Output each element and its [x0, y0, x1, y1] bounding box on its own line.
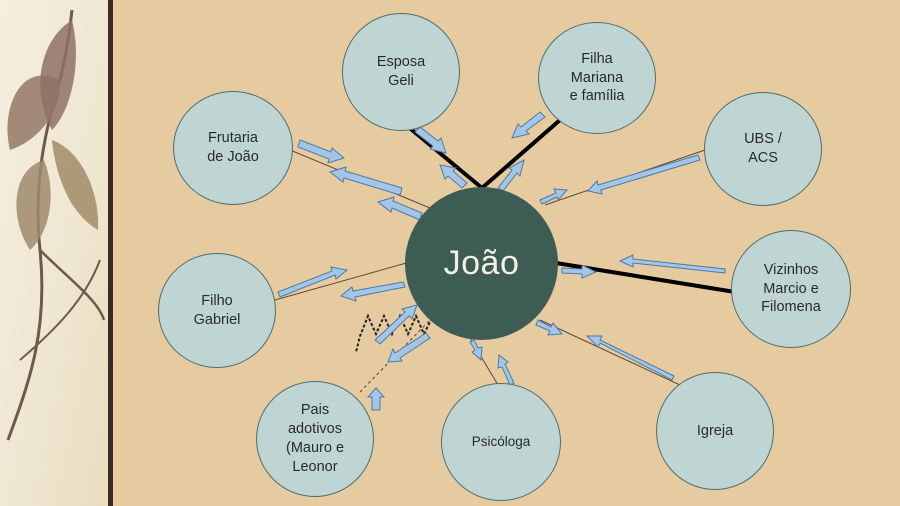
thin-line-igreja — [539, 319, 681, 386]
node-psicologa-label: Psicóloga — [471, 434, 531, 450]
arrows — [277, 111, 726, 411]
node-pais-label: Pais adotivos (Mauro e Leonor — [285, 402, 345, 475]
node-frutaria: Frutaria de João — [173, 91, 293, 205]
arrow-joao-to-esposa — [439, 164, 468, 189]
arrow-joao-to-igreja — [535, 319, 563, 336]
leaf-branch-illustration — [6, 9, 106, 441]
arrow-filha-to-joao — [511, 111, 546, 139]
conflict-zigzag-line — [355, 313, 433, 353]
arrow-joao-to-psicologa — [469, 339, 483, 362]
arrow-joao-to-ubs — [539, 188, 569, 205]
arrow-esposa-to-joao — [414, 126, 447, 154]
node-filho-label: Filho Gabriel — [193, 292, 241, 328]
node-joao-center: João — [405, 187, 558, 340]
arrow-pais-up — [366, 387, 386, 411]
node-vizinhos-label: Vizinhos Marcio e Filomena — [761, 261, 821, 316]
arrow-frutaria-to-joao — [297, 139, 346, 164]
arrow-vizinhos-to-joao — [618, 254, 726, 274]
decorative-leaf-panel — [0, 0, 113, 506]
node-esposa: Esposa Geli — [342, 13, 460, 131]
thin-line-filho — [274, 261, 411, 301]
arrow-pais-to-joao — [374, 304, 418, 345]
arrow-igreja-to-joao — [585, 335, 675, 381]
arrow-joao-to-vizinhos — [561, 264, 598, 279]
arrow-joao-to-frutaria — [376, 196, 423, 221]
node-pais: Pais adotivos (Mauro e Leonor — [256, 381, 374, 497]
arrow-joao-to-filha — [497, 159, 525, 192]
arrow-joao-to-frutaria-2 — [328, 166, 403, 196]
arrow-joao-to-filho — [339, 281, 406, 302]
node-joao-label: João — [443, 244, 520, 283]
node-frutaria-label: Frutaria de João — [207, 130, 259, 165]
thick-line-filha — [480, 118, 562, 190]
panel-divider — [108, 0, 113, 506]
node-ubs: UBS / ACS — [704, 92, 822, 206]
node-filha: Filha Mariana e família — [538, 22, 656, 134]
arrow-psicologa-to-joao — [497, 354, 515, 386]
node-filha-label: Filha Mariana e família — [569, 50, 625, 105]
arrow-filho-to-joao — [277, 266, 349, 298]
thick-line-esposa — [398, 118, 484, 190]
dashed-line-pais — [359, 317, 433, 393]
arrow-ubs-to-joao — [587, 154, 701, 195]
arrow-joao-to-pais — [387, 332, 431, 363]
node-psicologa: Psicóloga — [441, 383, 561, 501]
node-esposa-label: Esposa Geli — [376, 54, 426, 89]
node-ubs-label: UBS / ACS — [744, 131, 782, 166]
node-vizinhos: Vizinhos Marcio e Filomena — [731, 230, 851, 348]
node-igreja-label: Igreja — [696, 422, 734, 439]
node-filho: Filho Gabriel — [158, 253, 276, 368]
node-igreja: Igreja — [656, 372, 774, 490]
